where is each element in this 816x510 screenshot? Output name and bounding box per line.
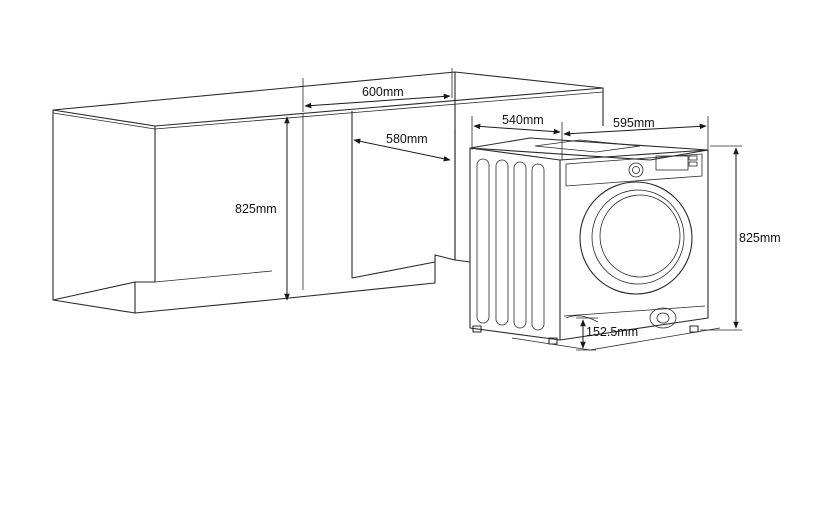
washing-machine xyxy=(469,137,721,351)
dimension-labels: 600mm 580mm 825mm 540mm 595mm 825mm 152.… xyxy=(235,85,781,339)
filter-cap-icon xyxy=(649,307,677,329)
machine-front xyxy=(559,149,709,341)
label-machine-width: 595mm xyxy=(613,116,655,130)
machine-plinth xyxy=(563,305,706,317)
floor-line xyxy=(511,337,591,351)
dim-cavity-depth xyxy=(353,138,451,162)
cabinet-front xyxy=(134,126,456,314)
dimension-lines xyxy=(284,68,742,351)
door-icon xyxy=(579,181,693,295)
dim-machine-depth xyxy=(473,123,561,135)
control-panel xyxy=(565,153,703,187)
cavity-back-wall xyxy=(351,111,436,279)
kitchen-cabinet xyxy=(52,71,604,314)
right-upstand xyxy=(454,72,604,263)
label-machine-height: 825mm xyxy=(739,231,781,245)
side-ribs xyxy=(476,158,545,331)
display-icon xyxy=(655,155,689,171)
machine-side-panel xyxy=(469,147,561,341)
label-machine-depth: 540mm xyxy=(502,113,544,127)
program-knob-icon xyxy=(628,162,644,178)
cabinet-side-panel xyxy=(52,110,136,314)
label-counter-width: 600mm xyxy=(362,85,404,99)
label-cavity-depth: 580mm xyxy=(386,132,428,146)
label-cabinet-height: 825mm xyxy=(235,202,277,216)
dim-machine-width xyxy=(563,123,707,137)
label-plinth-height: 152.5mm xyxy=(586,325,638,339)
dim-counter-width xyxy=(304,93,451,109)
